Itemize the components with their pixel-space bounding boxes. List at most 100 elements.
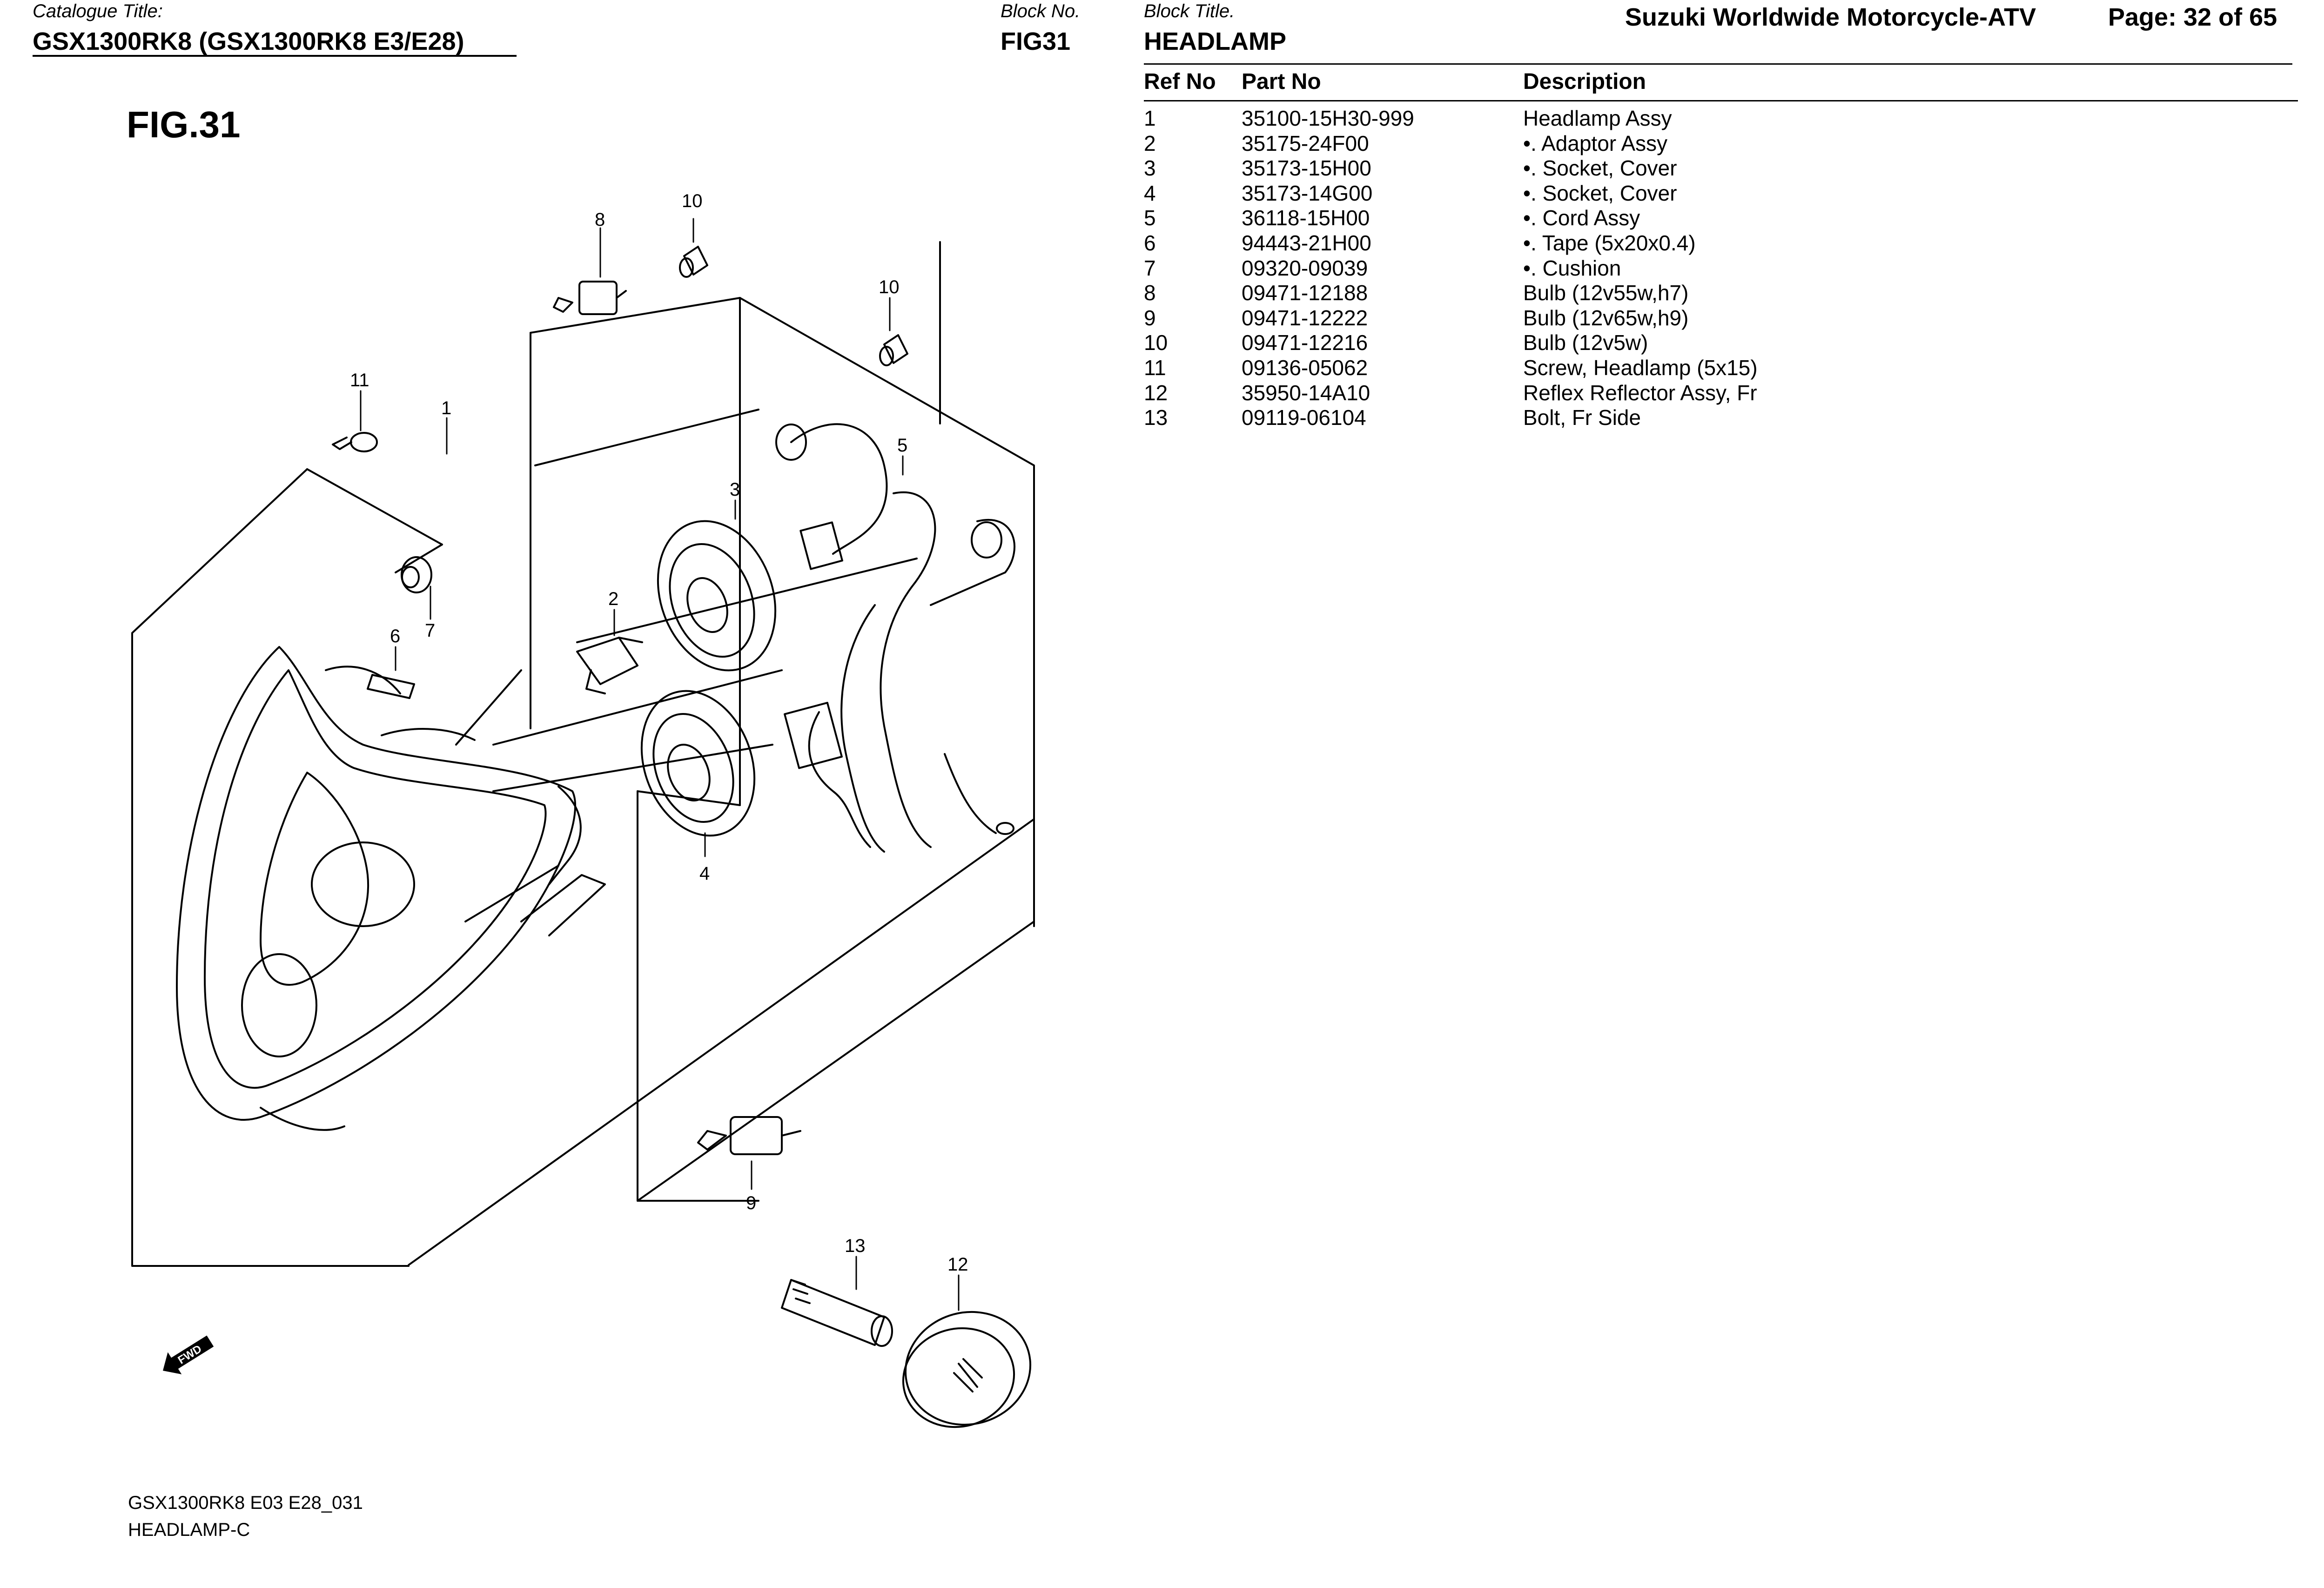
callout-1: 1 (441, 398, 451, 418)
part-no: 09119-06104 (1242, 405, 1366, 430)
table-row: 1 35100-15H30-999 Headlamp Assy (1144, 106, 2298, 131)
table-row: 10 09471-12216 Bulb (12v5w) (1144, 330, 2298, 356)
description: •. Tape (5x20x0.4) (1523, 230, 1696, 255)
parts-table: 1 35100-15H30-999 Headlamp Assy 2 35175-24F… (1144, 106, 2298, 431)
description: Bulb (12v5w) (1523, 330, 1648, 355)
description: Headlamp Assy (1523, 106, 1672, 130)
ref-no: 1 (1144, 106, 1156, 130)
table-header-rule (1144, 100, 2298, 101)
table-row: 5 36118-15H00 •. Cord Assy (1144, 206, 2298, 231)
ref-no: 3 (1144, 156, 1156, 181)
table-row: 7 09320-09039 •. Cushion (1144, 256, 2298, 281)
figure-title: FIG.31 (127, 104, 241, 145)
ref-no: 9 (1144, 305, 1156, 330)
part-no: 35950-14A10 (1242, 380, 1370, 405)
block-title: HEADLAMP (1144, 27, 1286, 55)
block-no-label: Block No. (1001, 1, 1081, 21)
tape (367, 674, 415, 699)
callout-4: 4 (699, 863, 710, 884)
ref-no: 2 (1144, 131, 1156, 155)
page-indicator: Page: 32 of 65 (2108, 3, 2277, 31)
catalogue-title-underline (33, 55, 517, 57)
bolt-front-side (781, 1279, 893, 1347)
bulb-position-right (879, 334, 908, 366)
description: Bulb (12v55w,h7) (1523, 281, 1689, 305)
part-no: 35100-15H30-999 (1242, 106, 1414, 130)
brand-title: Suzuki Worldwide Motorcycle-ATV (1625, 3, 2036, 31)
table-row: 6 94443-21H00 •. Tape (5x20x0.4) (1144, 231, 2298, 256)
part-no: 09471-12188 (1242, 281, 1368, 305)
table-row: 11 09136-05062 Screw, Headlamp (5x15) (1144, 356, 2298, 381)
part-no: 09471-12216 (1242, 330, 1368, 355)
bulb-headlamp-upper (553, 281, 627, 315)
description: Reflex Reflector Assy, Fr (1523, 380, 1757, 405)
callout-10-right: 10 (879, 277, 900, 297)
part-no: 09136-05062 (1242, 355, 1368, 380)
adaptor-assy (576, 637, 643, 694)
part-no: 36118-15H00 (1242, 206, 1370, 230)
ref-no: 12 (1144, 380, 1168, 405)
assembly-box (131, 241, 1035, 1267)
description: •. Cord Assy (1523, 206, 1640, 230)
col-header-part: Part No (1242, 69, 1321, 94)
callout-6: 6 (390, 626, 400, 646)
callout-3: 3 (730, 479, 740, 500)
ref-no: 4 (1144, 181, 1156, 205)
table-row: 3 35173-15H00 •. Socket, Cover (1144, 156, 2298, 181)
bulb-holder-upper (775, 424, 1002, 558)
part-no: 94443-21H00 (1242, 230, 1371, 255)
description: •. Socket, Cover (1523, 156, 1677, 181)
description: •. Socket, Cover (1523, 181, 1677, 205)
footer-drawing-code: GSX1300RK8 E03 E28_031 (128, 1493, 363, 1513)
description: •. Cushion (1523, 256, 1621, 280)
ref-no: 11 (1144, 355, 1166, 380)
col-header-ref: Ref No (1144, 69, 1216, 94)
part-no: 35175-24F00 (1242, 131, 1369, 155)
col-header-description: Description (1523, 69, 1646, 94)
exploded-parts-diagram: 1 2 3 4 5 6 7 8 9 10 10 11 12 13 FWD (131, 191, 1035, 1428)
callout-5: 5 (897, 435, 907, 456)
callout-2: 2 (608, 589, 618, 609)
socket-cover-upper (657, 520, 777, 672)
part-no: 35173-15H00 (1242, 156, 1371, 181)
catalogue-title: GSX1300RK8 (GSX1300RK8 E3/E28) (33, 27, 464, 55)
table-row: 13 09119-06104 Bolt, Fr Side (1144, 405, 2298, 431)
callout-8: 8 (595, 209, 605, 230)
forward-arrow-icon: FWD (163, 1335, 214, 1374)
ref-no: 6 (1144, 230, 1156, 255)
bulb-position-left (679, 246, 708, 278)
description: Bulb (12v65w,h9) (1523, 305, 1689, 330)
part-no: 35173-14G00 (1242, 181, 1373, 205)
callout-9: 9 (746, 1193, 756, 1213)
table-row: 2 35175-24F00 •. Adaptor Assy (1144, 131, 2298, 156)
reflex-reflector (902, 1311, 1032, 1428)
ref-no: 7 (1144, 256, 1156, 280)
description: Screw, Headlamp (5x15) (1523, 355, 1758, 380)
catalogue-title-label: Catalogue Title: (33, 1, 163, 21)
part-no: 09320-09039 (1242, 256, 1368, 280)
socket-cover-lower (640, 690, 756, 837)
ref-no: 5 (1144, 206, 1156, 230)
table-row: 4 35173-14G00 •. Socket, Cover (1144, 181, 2298, 206)
description: Bolt, Fr Side (1523, 405, 1641, 430)
callout-7: 7 (425, 620, 435, 641)
bulb-headlamp-lower (697, 1116, 801, 1155)
cord-assy (784, 423, 1015, 853)
callout-12: 12 (947, 1254, 968, 1275)
block-no: FIG31 (1001, 27, 1071, 55)
table-top-rule (1144, 63, 2292, 65)
cushion (401, 556, 432, 593)
ref-no: 13 (1144, 405, 1168, 430)
table-row: 8 09471-12188 Bulb (12v55w,h7) (1144, 281, 2298, 306)
leader-lines (360, 218, 960, 1311)
description: •. Adaptor Assy (1523, 131, 1668, 155)
screw-headlamp (332, 432, 378, 452)
headlamp-housing (176, 646, 606, 1131)
footer-drawing-name: HEADLAMP-C (128, 1520, 250, 1540)
ref-no: 8 (1144, 281, 1156, 305)
table-row: 9 09471-12222 Bulb (12v65w,h9) (1144, 306, 2298, 331)
callout-13: 13 (845, 1236, 866, 1256)
part-no: 09471-12222 (1242, 305, 1368, 330)
ref-no: 10 (1144, 330, 1168, 355)
callout-10-left: 10 (682, 191, 703, 211)
